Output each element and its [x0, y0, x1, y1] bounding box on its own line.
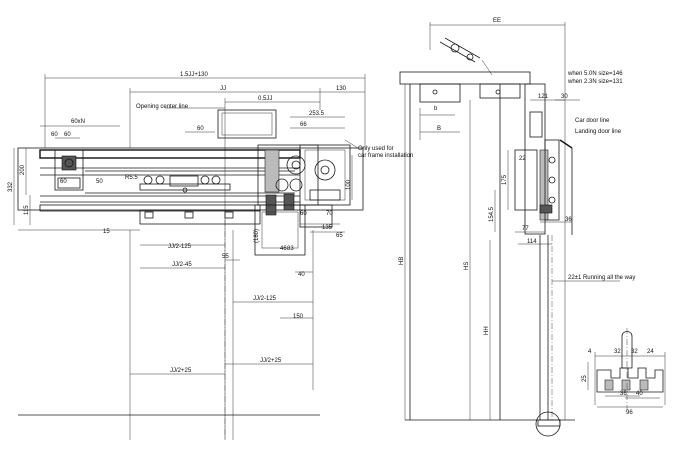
dim-121: 121	[538, 94, 549, 100]
opening-center-line-label: Opening center line	[136, 104, 189, 110]
detail-dim-36: 36	[620, 391, 627, 397]
dim-154-5: 154.5	[489, 206, 495, 222]
size-note-2: when 2.3N size=131	[567, 79, 623, 85]
dim-30: 30	[561, 94, 568, 100]
dim-60-a: 60	[51, 132, 58, 138]
car-door-line-label: Car door line	[575, 118, 610, 124]
dim-60-c: 60	[197, 126, 204, 132]
dim-135: 135	[322, 225, 333, 231]
dim-jj2-25-b: JJ/2+25	[260, 358, 282, 364]
dim-half-jj: 0.5JJ	[258, 96, 272, 102]
dim-jj2-45: JJ/2-45	[172, 262, 192, 268]
dim-60-mid: 60	[60, 179, 67, 185]
detail-view: 4 32 32 24 36 40 96 25	[582, 328, 666, 416]
dim-22: 22	[519, 156, 526, 162]
car-frame-note-2: car frame installation	[358, 153, 413, 159]
dim-65: 65	[336, 233, 343, 239]
dim-jj: JJ	[220, 86, 226, 92]
dim-36: 36	[565, 217, 572, 223]
detail-dim-32-b: 32	[631, 349, 638, 355]
dim-50: 50	[96, 179, 103, 185]
dim-b-large: B	[437, 126, 441, 132]
landing-door-line-label: Landing door line	[575, 129, 622, 135]
dim-60-b: 60	[64, 132, 71, 138]
dim-150: 150	[293, 314, 304, 320]
dim-180: (180)	[254, 229, 260, 243]
dim-jj2-125-b: JJ/2-125	[253, 296, 277, 302]
dim-hs: HS	[464, 262, 470, 270]
dim-jj2-125-a: JJ/2-125	[168, 244, 192, 250]
dim-66: 66	[300, 122, 307, 128]
dim-114: 114	[527, 239, 537, 245]
dim-46: 46	[280, 246, 287, 252]
dim-130-top: 130	[336, 86, 347, 92]
dim-40: 40	[298, 272, 305, 278]
drive-unit	[257, 144, 351, 216]
dim-55: 55	[222, 254, 229, 260]
dim-hh: HH	[484, 326, 490, 335]
dim-70: 70	[326, 211, 333, 217]
dim-175: 175	[502, 174, 508, 185]
car-frame-note-1: Only used for	[358, 146, 394, 152]
dim-r5-5: R5.5	[125, 175, 138, 181]
dim-hb: HB	[399, 257, 405, 265]
detail-dim-24: 24	[647, 349, 654, 355]
size-note-1: when 5.0N size=146	[567, 71, 623, 77]
running-note: 22±1 Running all the way	[568, 275, 635, 281]
detail-dim-25: 25	[582, 375, 588, 382]
dim-60xn: 60xN	[71, 119, 85, 125]
dim-115: 115	[24, 205, 30, 215]
dim-83: 83	[287, 246, 294, 252]
dim-100: 100	[346, 179, 352, 190]
dim-200: 200	[20, 164, 26, 175]
right-view: EE when 5.0N size=146 when 2.3N size=131…	[399, 18, 635, 437]
left-view: 1.5JJ+130 JJ 130 0.5JJ Opening center li…	[8, 72, 413, 440]
dim-jj2-25-a: JJ/2+25	[170, 368, 192, 374]
detail-dim-40: 40	[636, 391, 643, 397]
dim-b-small: b	[434, 106, 438, 112]
dim-253-5: 253.5	[309, 111, 325, 117]
detail-dim-4: 4	[588, 349, 592, 355]
dim-77: 77	[522, 226, 529, 232]
detail-dim-32-a: 32	[614, 349, 621, 355]
dim-60-r: 60	[300, 211, 307, 217]
dim-top-overall: 1.5JJ+130	[180, 72, 209, 78]
detail-dim-96: 96	[626, 410, 633, 416]
hanger-rollers	[139, 175, 231, 193]
dim-15: 15	[103, 229, 110, 235]
dim-332: 332	[8, 181, 14, 192]
dim-ee: EE	[493, 18, 501, 24]
